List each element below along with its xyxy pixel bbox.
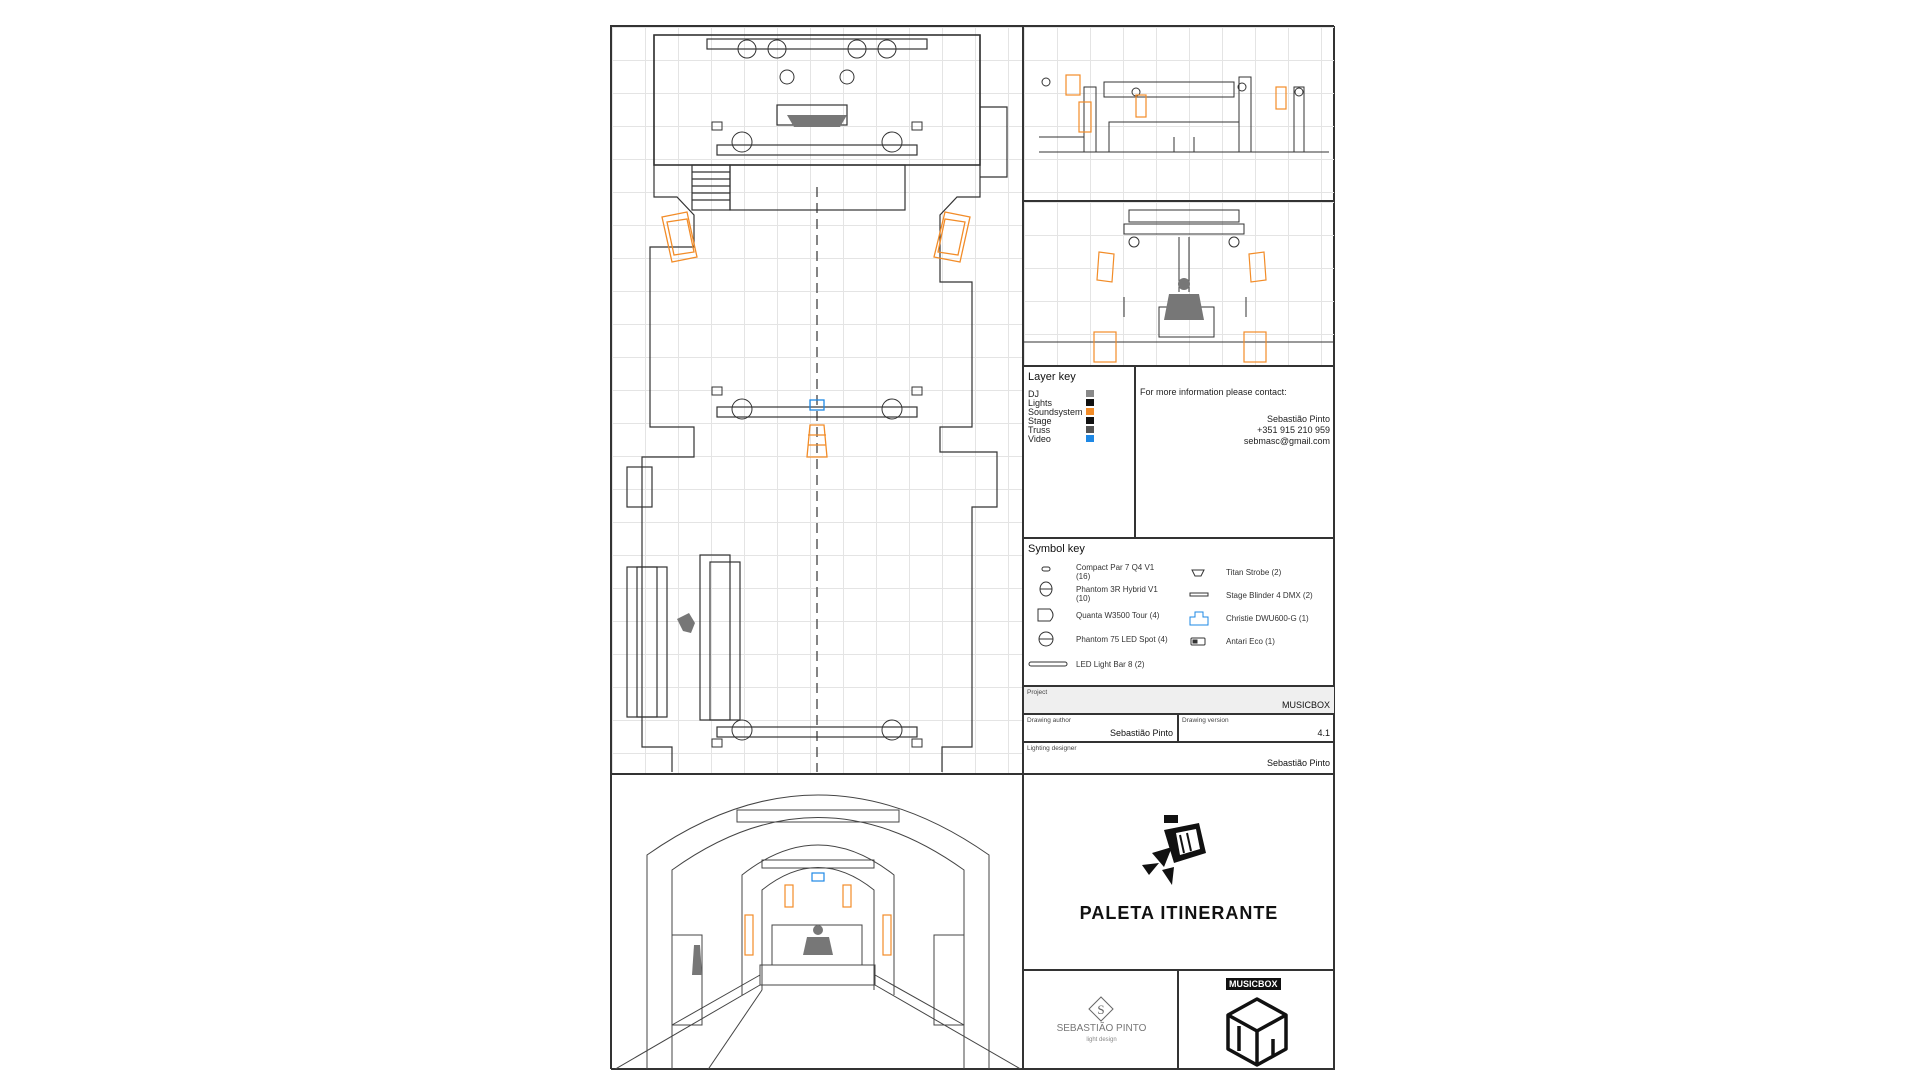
layer-key-title: Layer key bbox=[1028, 371, 1076, 383]
contact-panel: For more information please contact: Seb… bbox=[1135, 366, 1335, 538]
title-block-version: Drawing version 4.1 bbox=[1178, 714, 1335, 742]
plan-view-drawing bbox=[626, 34, 1008, 772]
layer-key-label-lights: Lights bbox=[1028, 398, 1053, 408]
speaker-left bbox=[661, 211, 698, 263]
symbol-label-phantom-hybrid: Phantom 3R Hybrid V1 bbox=[1076, 585, 1158, 594]
symbol-label-phantom-spot: Phantom 75 LED Spot (4) bbox=[1076, 635, 1168, 644]
projector-icon bbox=[1189, 611, 1209, 626]
side-elevation-view bbox=[1023, 26, 1335, 201]
perspective-drawing bbox=[614, 794, 1022, 1069]
truss-front bbox=[716, 726, 918, 738]
front-elevation-drawing bbox=[1024, 209, 1334, 363]
layer-key-label-soundsystem: Soundsystem bbox=[1028, 407, 1083, 417]
venue-logo-panel: MUSICBOX bbox=[1178, 970, 1335, 1070]
designer-logo-panel: S SEBASTIÃO PINTO light design bbox=[1023, 970, 1178, 1070]
plan-view bbox=[611, 26, 1023, 774]
truss-mid bbox=[716, 406, 918, 418]
brand-title: PALETA ITINERANTE bbox=[1079, 903, 1279, 923]
layer-swatch-lights bbox=[1086, 399, 1094, 406]
layer-key-label-dj: DJ bbox=[1028, 389, 1039, 399]
contact-name: Sebastião Pinto bbox=[1266, 414, 1330, 424]
version-value: 4.1 bbox=[1317, 728, 1330, 738]
contact-email: sebmasc@gmail.com bbox=[1243, 436, 1330, 446]
symbol-count-phantom-hybrid: (10) bbox=[1076, 594, 1091, 603]
layer-swatch-soundsystem bbox=[1086, 408, 1094, 415]
title-block-project: Project MUSICBOX bbox=[1023, 686, 1335, 714]
paleta-logo-icon bbox=[1142, 815, 1206, 885]
symbol-label-projector: Christie DWU600-G (1) bbox=[1226, 614, 1309, 623]
title-block-designer: Lighting designer Sebastião Pinto bbox=[1023, 742, 1335, 774]
projector-plan bbox=[809, 399, 825, 411]
designer-monogram-icon: S bbox=[1088, 996, 1114, 1022]
led-bar-icon bbox=[1028, 661, 1068, 667]
perspective-view bbox=[611, 774, 1023, 1070]
layer-key-label-truss: Truss bbox=[1028, 425, 1051, 435]
compact-par-icon bbox=[1041, 566, 1051, 572]
designer-label: Lighting designer bbox=[1027, 745, 1077, 752]
symbol-count-compact-par: (16) bbox=[1076, 572, 1091, 581]
front-elevation-view bbox=[1023, 201, 1335, 366]
speaker-right bbox=[933, 211, 971, 263]
side-elevation-drawing bbox=[1039, 74, 1329, 153]
brand-panel: PALETA ITINERANTE bbox=[1023, 774, 1335, 970]
layer-swatch-stage bbox=[1086, 417, 1094, 424]
venue-cube-icon bbox=[1226, 997, 1288, 1067]
venue-logo-label: MUSICBOX bbox=[1226, 978, 1281, 990]
symbol-key-panel: Symbol key Compact Par 7 Q4 V1 (16) Phan… bbox=[1023, 538, 1335, 686]
designer-logo-name: SEBASTIÃO PINTO bbox=[1056, 1023, 1147, 1034]
symbol-label-compact-par: Compact Par 7 Q4 V1 bbox=[1076, 563, 1155, 572]
symbol-key-icons bbox=[1028, 566, 1209, 667]
venue-wall-left bbox=[641, 35, 695, 772]
symbol-label-quanta: Quanta W3500 Tour (4) bbox=[1076, 611, 1160, 620]
title-block-author: Drawing author Sebastião Pinto bbox=[1023, 714, 1178, 742]
venue-wall-right bbox=[939, 35, 998, 772]
layer-key-label-video: Video bbox=[1028, 434, 1051, 444]
hazer-icon bbox=[1190, 637, 1206, 646]
sub-stack-center bbox=[806, 424, 828, 458]
contact-intro: For more information please contact: bbox=[1140, 387, 1287, 397]
quanta-icon bbox=[1037, 608, 1054, 622]
symbol-label-led-bar: LED Light Bar 8 (2) bbox=[1076, 660, 1145, 669]
stage-blinder-icon bbox=[1189, 592, 1209, 597]
version-label: Drawing version bbox=[1182, 717, 1229, 724]
layer-swatch-dj bbox=[1086, 390, 1094, 397]
truss-upstage bbox=[706, 38, 928, 50]
layer-key-label-stage: Stage bbox=[1028, 416, 1052, 426]
project-label: Project bbox=[1027, 689, 1048, 696]
drawing-sheet: Layer key DJ Lights Soundsystem Stage Tr… bbox=[610, 25, 1335, 1070]
designer-logo-sub: light design bbox=[1086, 1037, 1117, 1043]
symbol-label-hazer: Antari Eco (1) bbox=[1226, 637, 1275, 646]
designer-value: Sebastião Pinto bbox=[1266, 758, 1330, 768]
titan-strobe-icon bbox=[1191, 569, 1205, 577]
author-value: Sebastião Pinto bbox=[1109, 728, 1173, 738]
symbol-key-title: Symbol key bbox=[1028, 543, 1085, 555]
truss-stage bbox=[716, 144, 918, 156]
contact-phone: +351 915 210 959 bbox=[1257, 425, 1330, 435]
layer-swatch-video bbox=[1086, 435, 1094, 442]
layer-swatch-truss bbox=[1086, 426, 1094, 433]
layer-key-panel: Layer key DJ Lights Soundsystem Stage Tr… bbox=[1023, 366, 1135, 538]
project-value: MUSICBOX bbox=[1281, 700, 1330, 710]
symbol-label-titan-strobe: Titan Strobe (2) bbox=[1226, 568, 1282, 577]
author-label: Drawing author bbox=[1027, 717, 1072, 724]
symbol-label-stage-blinder: Stage Blinder 4 DMX (2) bbox=[1226, 591, 1313, 600]
svg-text:S: S bbox=[1097, 1002, 1104, 1017]
